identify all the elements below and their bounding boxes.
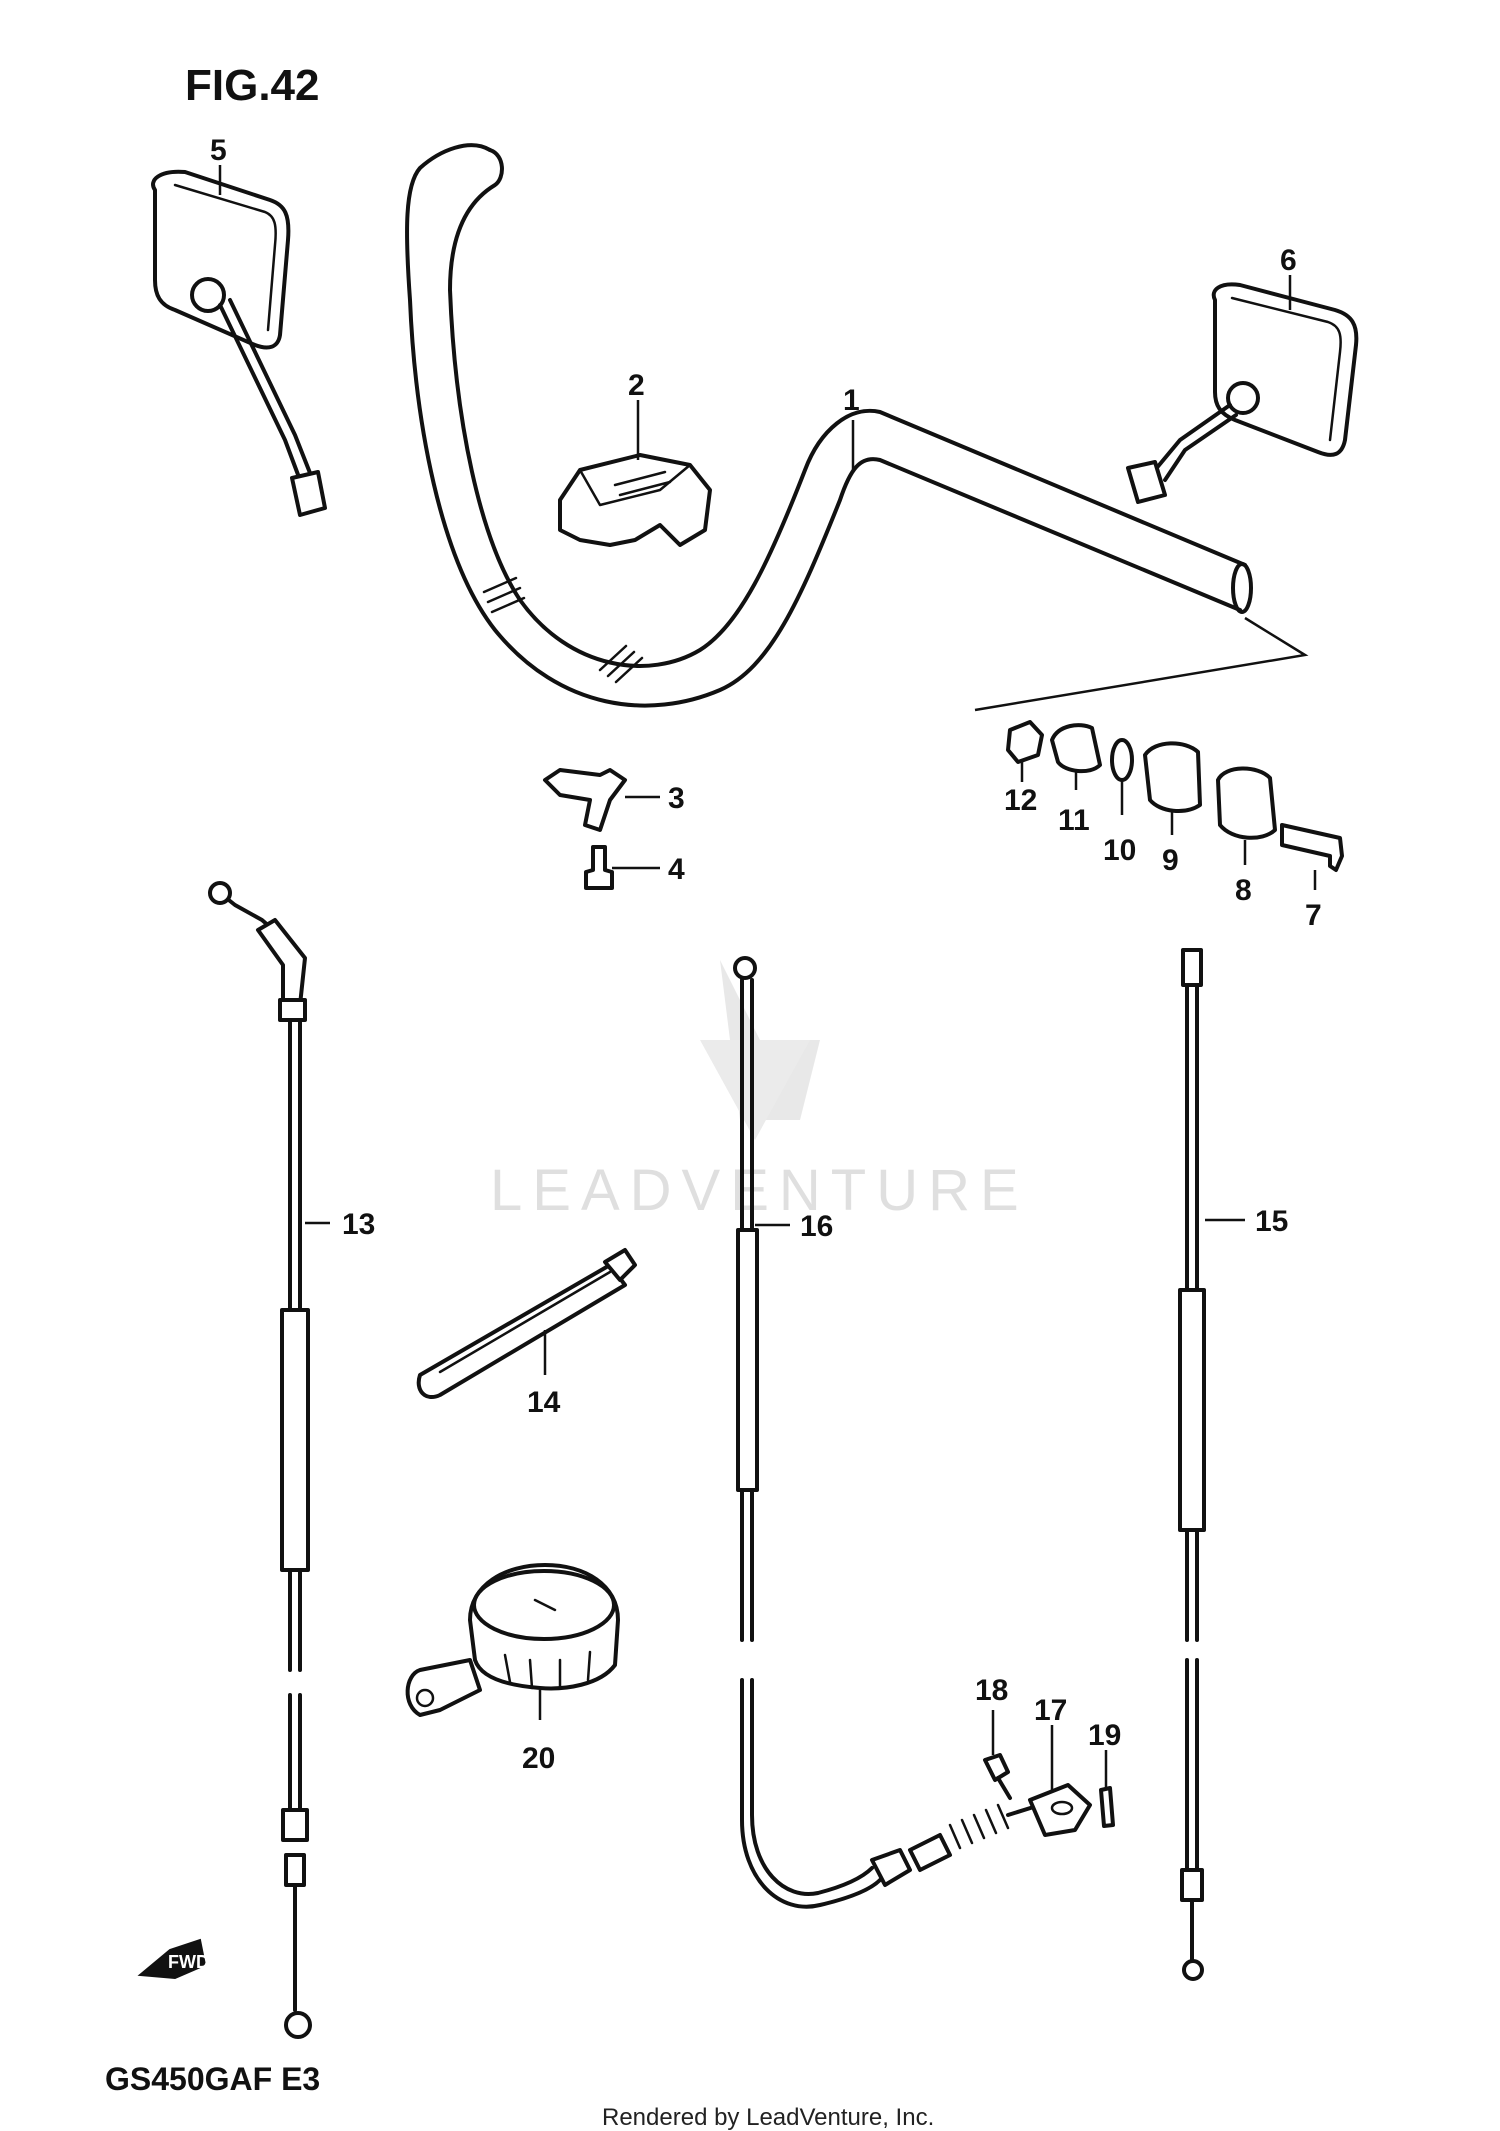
callout-13: 13 (342, 1208, 375, 1241)
callout-17: 17 (1034, 1694, 1067, 1727)
callout-16: 16 (800, 1210, 833, 1243)
fwd-label: FWD (168, 1952, 209, 1972)
throttle-housing-part-20 (405, 1563, 620, 1717)
band-part-14 (416, 1248, 637, 1399)
pin-part-19 (1099, 1786, 1115, 1828)
callout-4: 4 (668, 853, 685, 886)
callout-7: 7 (1305, 899, 1322, 932)
nut-part-12 (1006, 720, 1044, 764)
washer-part-10 (1110, 738, 1134, 782)
right-mirror-part-6 (1126, 282, 1359, 504)
bolt-part-7 (1280, 823, 1344, 872)
callout-10: 10 (1103, 834, 1136, 867)
fwd-arrow-icon: FWD (137, 1938, 209, 1980)
handlebar-holder-part-2 (558, 453, 712, 547)
callout-20: 20 (522, 1742, 555, 1775)
callout-18: 18 (975, 1674, 1008, 1707)
callout-19: 19 (1088, 1719, 1121, 1752)
handlebar-part-1 (405, 143, 1253, 708)
watermark-text: LEADVENTURE (490, 1158, 1029, 1223)
callout-11: 11 (1058, 804, 1090, 837)
spacer-part-11 (1050, 723, 1102, 774)
callout-9: 9 (1162, 844, 1179, 877)
callout-15: 15 (1255, 1205, 1288, 1238)
figure-title: FIG.42 (185, 61, 320, 110)
cable-adjuster-part-17 (1028, 1783, 1092, 1837)
bracket-part-3 (543, 768, 627, 832)
left-mirror-part-5 (151, 169, 327, 517)
throttle-cable-part-13 (208, 881, 312, 2039)
weight-part-8 (1216, 766, 1277, 840)
callout-1: 1 (843, 384, 860, 417)
model-code: GS450GAF E3 (105, 2061, 320, 2097)
cable-part-15 (1178, 948, 1206, 1981)
callout-2: 2 (628, 369, 645, 402)
callout-12: 12 (1004, 784, 1037, 817)
cushion-part-9 (1143, 741, 1202, 813)
callout-3: 3 (668, 782, 685, 815)
callouts: 1 2 3 4 5 6 7 8 9 10 11 12 13 14 15 16 1 (210, 134, 1322, 1790)
screw-part-4 (584, 845, 614, 890)
bolt-part-18 (983, 1753, 1012, 1800)
watermark: LEADVENTURE (490, 960, 1029, 1223)
callout-5: 5 (210, 134, 227, 167)
callout-8: 8 (1235, 874, 1252, 907)
callout-14: 14 (527, 1386, 561, 1419)
credit-text: Rendered by LeadVenture, Inc. (602, 2104, 934, 2131)
callout-6: 6 (1280, 244, 1297, 277)
clutch-cable-part-16 (733, 956, 1042, 1909)
